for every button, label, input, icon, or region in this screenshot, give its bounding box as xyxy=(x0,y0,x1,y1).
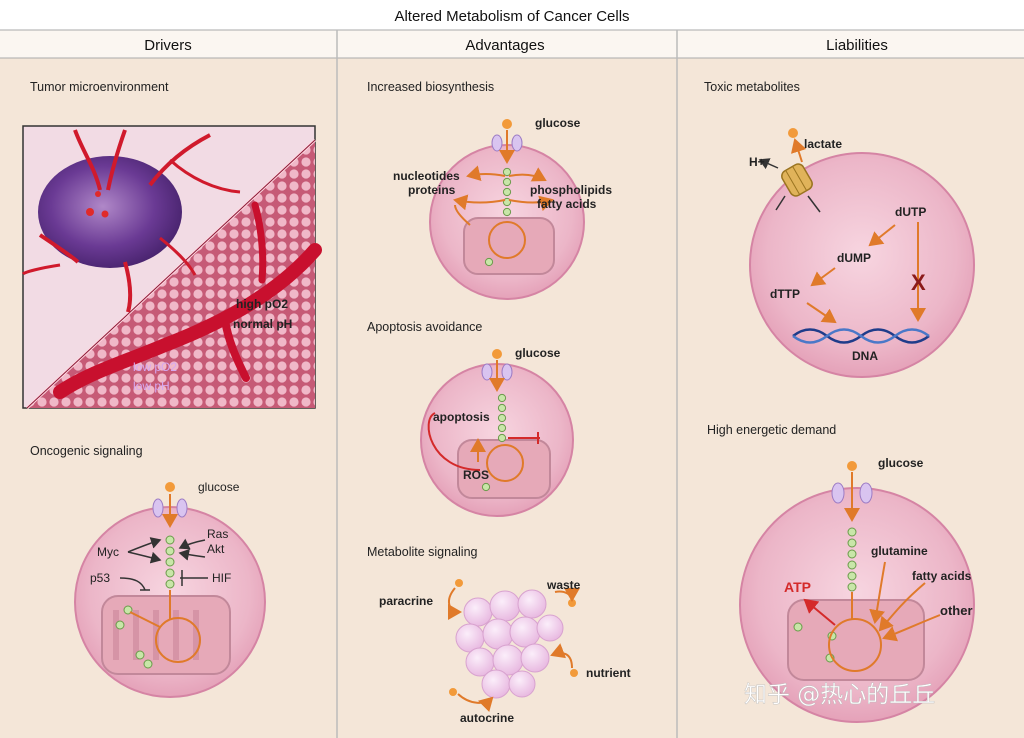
oxygen-labels: high pO2 normal pH low pO2 low pH xyxy=(133,297,292,393)
section-title-apoptosis-avoidance: Apoptosis avoidance xyxy=(367,320,482,334)
tumor-mass xyxy=(38,156,182,268)
label-glutamine: glutamine xyxy=(871,544,928,558)
label-lactate: lactate xyxy=(804,137,842,151)
column-header-drivers: Drivers xyxy=(144,37,192,54)
title-bar xyxy=(0,0,1024,30)
label-fatty-acids-energy: fatty acids xyxy=(912,569,972,583)
toxic-metabolites-cell: H+ lactate dUTP dUMP dTTP DNA X xyxy=(749,128,975,378)
label-dttp: dTTP xyxy=(770,287,800,301)
label-h-plus: H+ xyxy=(749,155,765,169)
label-paracrine: paracrine xyxy=(379,594,433,608)
label-low-ph: low pH xyxy=(133,379,170,393)
section-title-tumor-microenvironment: Tumor microenvironment xyxy=(30,80,169,94)
section-title-metabolite-signaling: Metabolite signaling xyxy=(367,545,478,559)
label-dutp: dUTP xyxy=(895,205,926,219)
dna-helix-icon xyxy=(792,328,930,344)
label-atp: ATP xyxy=(784,579,811,595)
label-glucose-energy: glucose xyxy=(878,456,924,470)
label-akt: Akt xyxy=(207,542,225,556)
section-title-toxic-metabolites: Toxic metabolites xyxy=(704,80,800,94)
oncogenic-cell: glucose Myc Ras Akt p53 HIF xyxy=(74,480,266,698)
label-nutrient: nutrient xyxy=(586,666,631,680)
metabolite-signaling-cluster: paracrine waste nutrient autocrine xyxy=(379,578,631,725)
label-myc: Myc xyxy=(97,545,119,559)
label-glucose-oncogenic: glucose xyxy=(198,480,240,494)
label-nucleotides: nucleotides xyxy=(393,169,460,183)
label-ros: ROS xyxy=(463,468,489,482)
figure-title: Altered Metabolism of Cancer Cells xyxy=(394,8,629,25)
apoptosis-cell: apoptosis ROS glucose xyxy=(420,346,574,517)
column-header-liabilities: Liabilities xyxy=(826,37,888,54)
label-waste: waste xyxy=(546,578,581,592)
label-dna: DNA xyxy=(852,349,878,363)
biosynthesis-cell: glucose nucleotides proteins phospholipi… xyxy=(393,116,612,300)
label-glucose-apoptosis: glucose xyxy=(515,346,561,360)
label-p53: p53 xyxy=(90,571,110,585)
column-header-advantages: Advantages xyxy=(465,37,544,54)
label-fatty-acids-biosynthesis: fatty acids xyxy=(537,197,597,211)
label-normal-ph: normal pH xyxy=(233,317,292,331)
label-hif: HIF xyxy=(212,571,231,585)
label-apoptosis: apoptosis xyxy=(433,410,490,424)
label-other: other xyxy=(940,603,973,618)
label-low-po2: low pO2 xyxy=(133,360,177,374)
label-ras: Ras xyxy=(207,527,228,541)
blocked-x-icon: X xyxy=(911,270,926,295)
label-phospholipids: phospholipids xyxy=(530,183,612,197)
tumor-microenvironment-illustration xyxy=(21,125,322,410)
energy-cell: glucose glutamine fatty acids other ATP xyxy=(739,456,975,723)
section-title-high-energetic-demand: High energetic demand xyxy=(707,423,836,437)
section-title-oncogenic-signaling: Oncogenic signaling xyxy=(30,444,143,458)
section-title-increased-biosynthesis: Increased biosynthesis xyxy=(367,80,494,94)
label-high-po2: high pO2 xyxy=(236,297,288,311)
transporter-icon xyxy=(781,163,813,197)
label-dump: dUMP xyxy=(837,251,871,265)
column-header-bar xyxy=(0,30,1024,58)
label-proteins: proteins xyxy=(408,183,456,197)
label-glucose-biosynthesis: glucose xyxy=(535,116,581,130)
label-autocrine: autocrine xyxy=(460,711,514,725)
watermark-text: 知乎 @热心的丘丘 xyxy=(744,682,935,708)
